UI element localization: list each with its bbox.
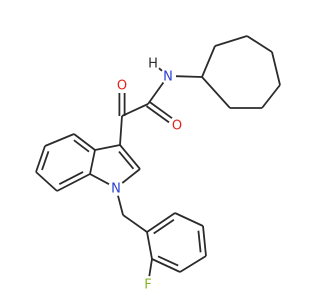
amide-hydrogen-label: H (148, 57, 158, 72)
bond-single-13 (119, 115, 123, 146)
bond-single-29 (179, 255, 207, 273)
bond-single-4 (261, 84, 281, 109)
bond-single-16 (89, 173, 110, 185)
bond-single-31 (146, 231, 153, 260)
bond-single-17 (89, 149, 96, 175)
fluorine-label: F (144, 278, 151, 293)
bond-double-21-inner (41, 151, 50, 171)
bond-single-22 (35, 171, 58, 192)
bond-single-0 (201, 45, 216, 78)
bond-single-2 (246, 35, 273, 53)
bond-single-25 (122, 214, 148, 233)
bond-single-32 (148, 258, 153, 277)
bond-single-18 (94, 144, 121, 151)
amide-nitrogen-label: N (163, 70, 173, 85)
bond-double-14 (119, 144, 141, 170)
bond-double-10-b (148, 101, 173, 119)
bond-double-23-inner (58, 171, 84, 185)
bond-double-28 (202, 225, 207, 257)
ketone-oxygen-label: O (117, 79, 127, 94)
bond-double-19-inner (73, 139, 90, 153)
bond-single-27 (174, 212, 204, 227)
bond-single-24 (117, 195, 124, 216)
bond-single-9 (147, 81, 165, 105)
bond-single-6 (201, 76, 231, 109)
bond-double-26 (146, 212, 176, 233)
bond-double-30-inner (157, 255, 179, 267)
bond-double-30 (151, 258, 181, 273)
bond-double-19 (73, 133, 96, 151)
bond-double-14-inner (118, 151, 135, 170)
bond-single-20 (44, 133, 75, 147)
bond-single-1 (214, 35, 248, 47)
amide-oxygen-label: O (172, 119, 182, 134)
bond-single-3 (271, 51, 281, 86)
bond-single-11 (121, 103, 149, 117)
bond-single-8 (158, 67, 163, 72)
bond-double-28-inner (197, 230, 202, 253)
bond-double-26-inner (153, 219, 175, 235)
bond-single-7 (175, 75, 203, 78)
bond-double-10 (145, 105, 170, 124)
bond-double-23 (56, 173, 91, 192)
bond-double-21 (35, 145, 46, 173)
indole-nitrogen-label: N (111, 182, 121, 197)
bond-single-15 (121, 168, 141, 184)
